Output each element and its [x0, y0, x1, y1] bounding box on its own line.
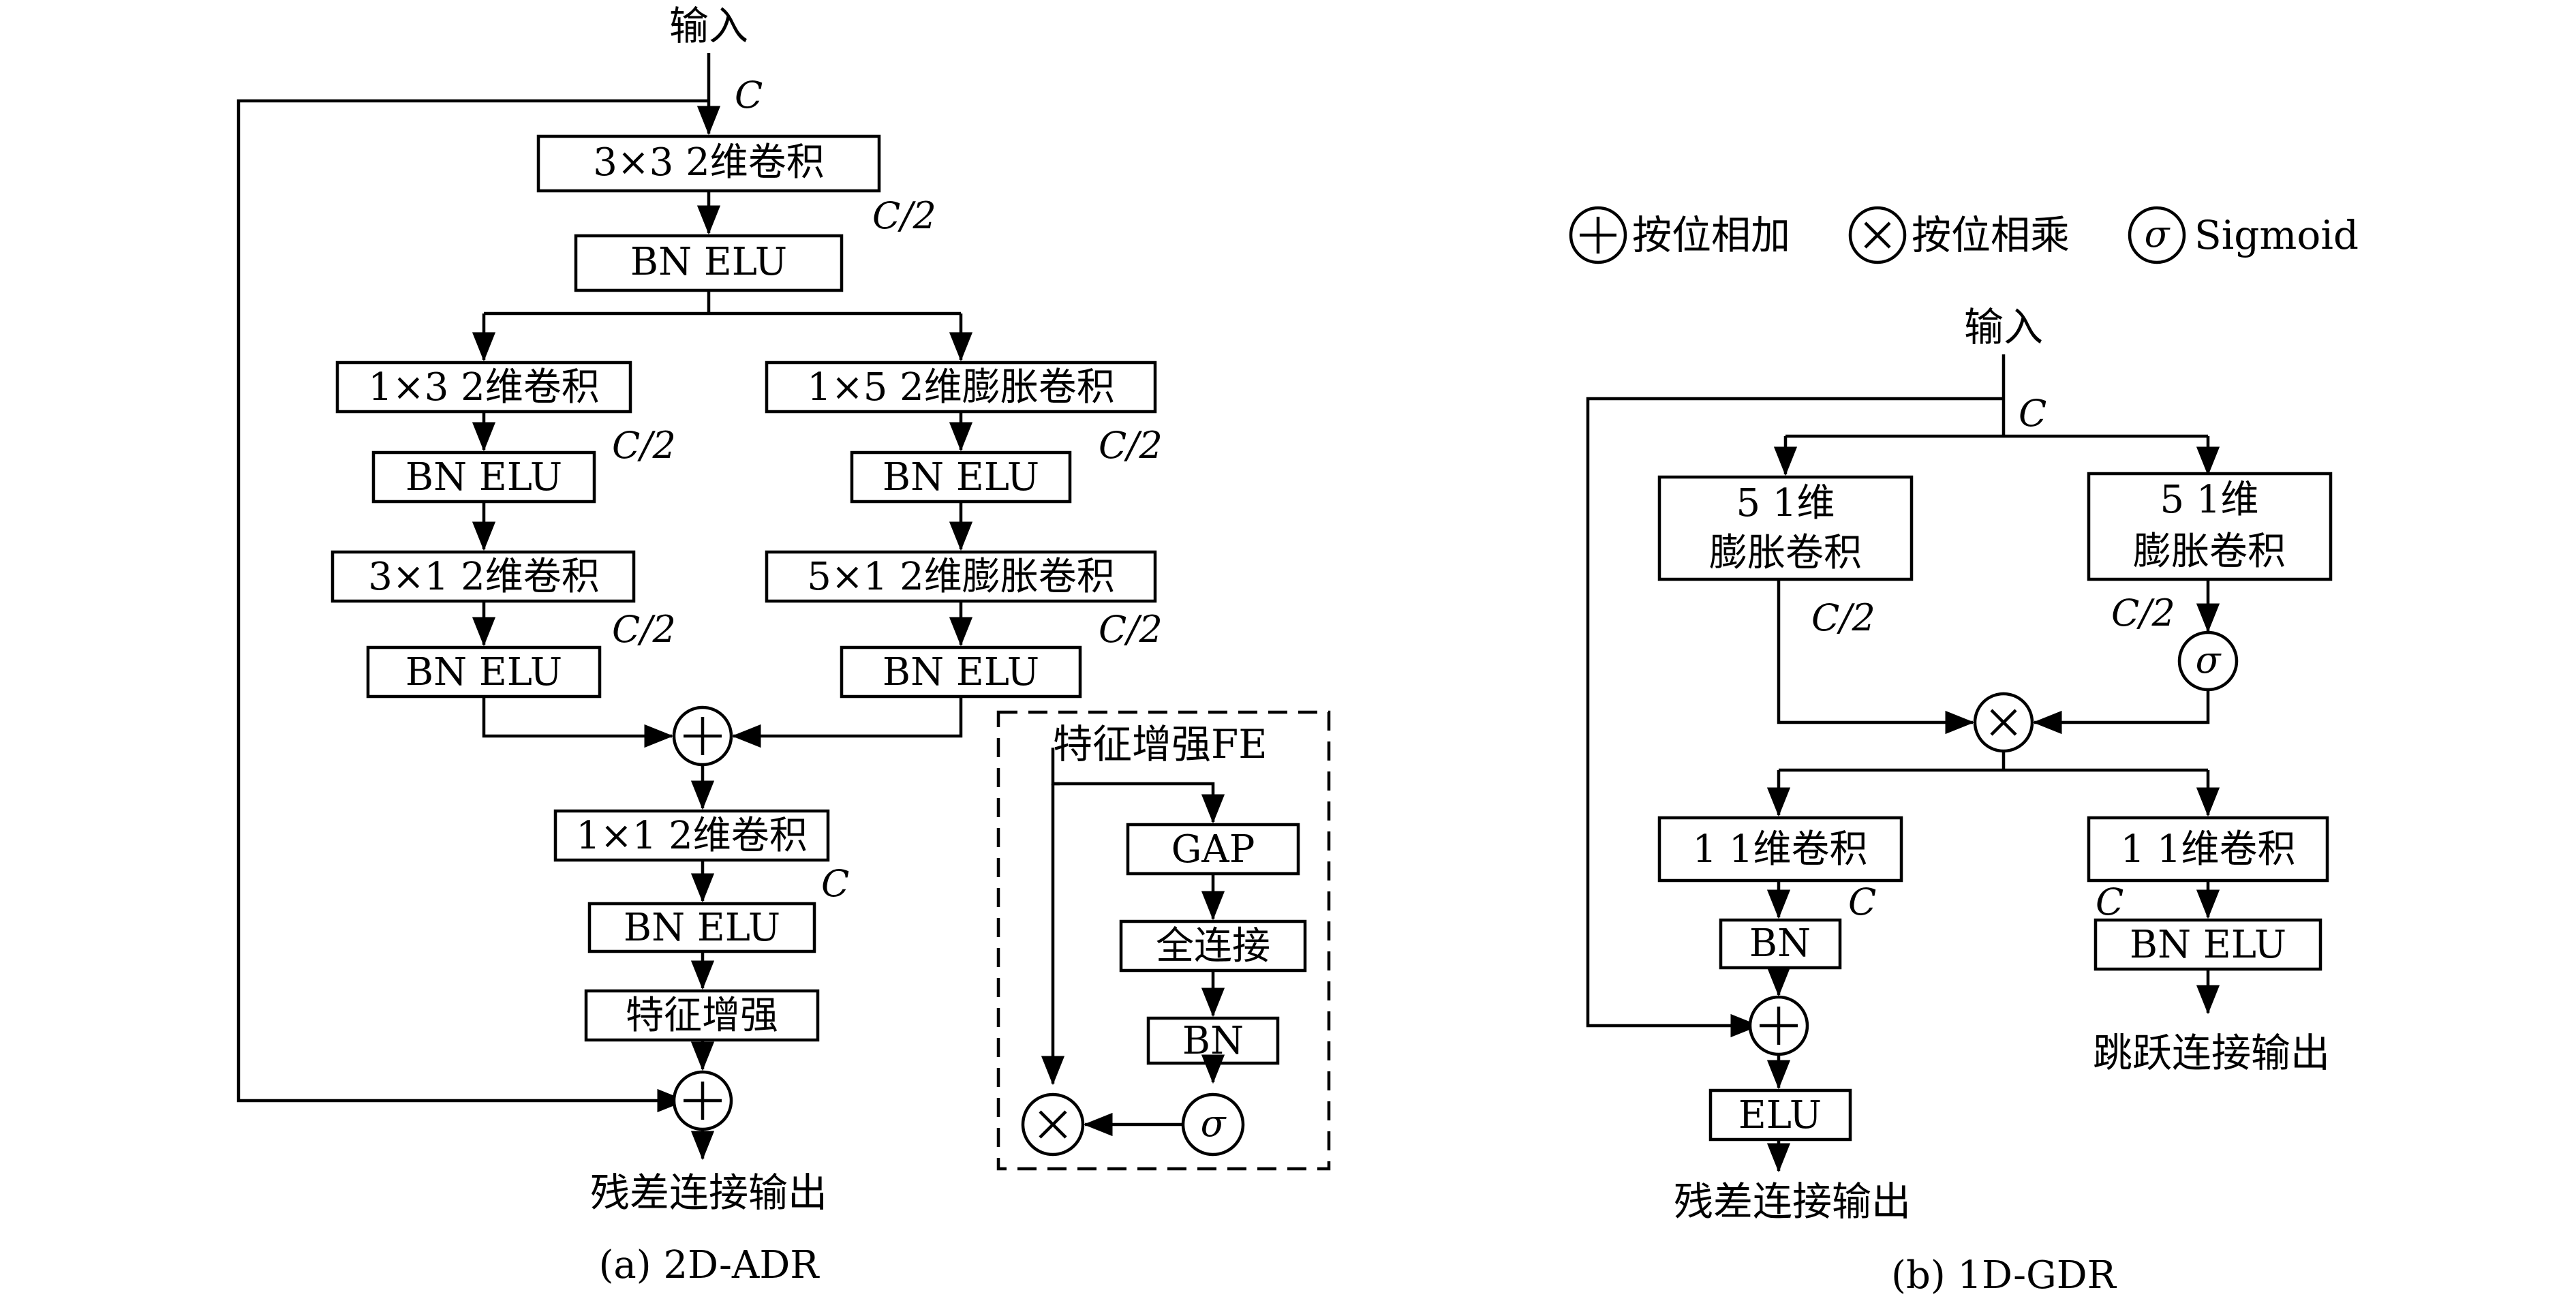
- sigma-icon: σ: [2145, 213, 2171, 256]
- adr-bn-elu-out-label: BN ELU: [624, 906, 780, 950]
- gdr-right-conv-box: [2087, 816, 2329, 883]
- gdr-mul-node: [1973, 692, 2034, 753]
- adr-output-label: 残差连接输出: [590, 1169, 827, 1216]
- gdr-left-dconv-line1: 5 1维: [1736, 481, 1835, 525]
- adr-dconv1x5-box: [765, 361, 1157, 414]
- adr-bn-elu-out-box: [587, 902, 816, 953]
- adr-left-c-half-a: C/2: [612, 424, 676, 467]
- adr-residual-path: [236, 99, 709, 1113]
- adr-conv3x1-label: 3×1 2维卷积: [368, 555, 600, 599]
- gdr-left-conv-box: [1657, 816, 1903, 883]
- gdr-sigmoid-node: σ: [2177, 630, 2239, 692]
- adr-fe-bn-label: BN: [1182, 1019, 1244, 1063]
- gdr-residual-path: [1586, 397, 2004, 1038]
- adr-right-bn-elu-b-label: BN ELU: [883, 650, 1039, 694]
- sigma-icon: σ: [2196, 639, 2222, 682]
- adr-dconv5x1-box: [765, 550, 1157, 603]
- adr-input-label: 输入: [669, 3, 748, 49]
- gdr-bn-elu-label: BN ELU: [2130, 923, 2286, 967]
- times-icon: [1864, 221, 1891, 249]
- legend: 按位相加 按位相乘 σ Sigmoid: [1569, 206, 2359, 264]
- gdr-bn-label: BN: [1749, 921, 1811, 966]
- legend-sigmoid-circle: [2128, 206, 2186, 264]
- gdr-skip-output-label: 跳跃连接输出: [2093, 1030, 2330, 1076]
- adr-bn-elu-1-box: [574, 234, 844, 292]
- adr-fe-arrow-1: [1053, 782, 1225, 824]
- adr-right-c-half-b: C/2: [1099, 608, 1163, 651]
- plus-icon: [684, 1082, 722, 1120]
- adr-right-c-half-a: C/2: [1099, 424, 1163, 467]
- legend-add-label: 按位相加: [1632, 212, 1790, 258]
- plus-icon: [1580, 217, 1616, 254]
- adr-fe-fc-label: 全连接: [1156, 924, 1270, 968]
- adr-arrow-right-merge: [731, 697, 963, 748]
- adr-c-out: C: [821, 862, 849, 905]
- adr-dconv1x5-label: 1×5 2维膨胀卷积: [807, 365, 1115, 410]
- adr-conv3x3-box: [536, 134, 881, 193]
- gdr-add-node: [1748, 995, 1809, 1056]
- gdr-left-dconv-box: [1657, 475, 1914, 581]
- times-icon: [1039, 1110, 1067, 1139]
- adr-fe-gap-label: GAP: [1171, 827, 1255, 872]
- gdr-c-half-left: C/2: [1811, 596, 1875, 639]
- adr-c-half-1: C/2: [872, 194, 936, 237]
- adr-left-c-half-b: C/2: [612, 608, 676, 651]
- adr-add-node: [672, 705, 733, 767]
- adr-caption: (a) 2D-ADR: [599, 1243, 821, 1287]
- gdr-right-dconv-line2: 膨胀卷积: [2133, 530, 2286, 574]
- gdr-arrow-sigmoid-to-mul: [2032, 690, 2210, 735]
- adr-fe-block-label: 特征增强: [626, 994, 778, 1038]
- adr-arrow-left-merge: [482, 697, 674, 748]
- gdr-c-left: C: [1848, 881, 1876, 923]
- adr-c-in: C: [735, 74, 763, 117]
- sigma-icon: σ: [1201, 1102, 1227, 1145]
- adr-fe-dashed-frame: [996, 710, 1331, 1171]
- gdr-left-conv-label: 1 1维卷积: [1692, 827, 1867, 872]
- legend-mul-label: 按位相乘: [1912, 212, 2070, 258]
- adr-conv1x3-label: 1×3 2维卷积: [368, 365, 600, 410]
- gdr-input-label: 输入: [1964, 304, 2043, 350]
- gdr-c-half-right: C/2: [2111, 592, 2175, 634]
- adr-left-bn-elu-a-box: [371, 450, 596, 504]
- adr-right-bn-elu-a-label: BN ELU: [883, 455, 1039, 500]
- panel-1d-gdr: 输入 C 5 1维 膨胀卷积 5 1维 膨胀卷积 C/2 C/2 σ 1 1维卷…: [1586, 304, 2333, 1298]
- panel-2d-adr: 输入 C 3×3 2维卷积 C/2 BN ELU 1×3 2维卷积 C/2 BN…: [236, 3, 1331, 1287]
- gdr-right-dconv-line1: 5 1维: [2160, 478, 2258, 522]
- plus-icon: [684, 717, 722, 755]
- adr-conv1x1-label: 1×1 2维卷积: [576, 814, 808, 858]
- times-icon: [1990, 709, 2017, 736]
- gdr-left-dconv-line2: 膨胀卷积: [1709, 531, 1862, 575]
- adr-left-bn-elu-b-label: BN ELU: [405, 650, 562, 694]
- gdr-c-in: C: [2019, 392, 2046, 435]
- adr-conv1x1-box: [553, 809, 830, 862]
- adr-left-bn-elu-a-label: BN ELU: [405, 455, 562, 500]
- adr-fe-gap-box: [1126, 823, 1300, 876]
- adr-fe-fc-box: [1119, 919, 1307, 973]
- legend-sigmoid-label: Sigmoid: [2194, 212, 2359, 258]
- adr-fe-sigmoid-node: σ: [1181, 1092, 1245, 1157]
- gdr-arrow-left-to-mul: [1777, 579, 1975, 735]
- gdr-right-conv-label: 1 1维卷积: [2120, 827, 2295, 872]
- plus-icon: [1760, 1007, 1798, 1045]
- gdr-elu-label: ELU: [1738, 1093, 1822, 1137]
- adr-final-add-node: [672, 1070, 733, 1131]
- adr-conv1x3-box: [335, 361, 632, 414]
- gdr-right-dconv-box: [2087, 472, 2333, 581]
- adr-fe-detail: 特征增强FE GAP 全连接 BN σ: [996, 710, 1331, 1171]
- gdr-elu-box: [1708, 1088, 1852, 1142]
- adr-fe-title: 特征增强FE: [1053, 721, 1268, 767]
- adr-left-bn-elu-b-box: [366, 645, 602, 699]
- gdr-bn-box: [1719, 918, 1842, 970]
- adr-fe-mul-node: [1021, 1092, 1085, 1157]
- gdr-c-right: C: [2096, 881, 2123, 923]
- adr-conv3x3-label: 3×3 2维卷积: [593, 140, 825, 185]
- adr-bn-elu-1-label: BN ELU: [630, 240, 787, 284]
- gdr-caption: (b) 1D-GDR: [1891, 1253, 2117, 1298]
- gdr-residual-output-label: 残差连接输出: [1674, 1178, 1911, 1225]
- adr-right-bn-elu-a-box: [850, 450, 1072, 504]
- adr-dconv5x1-label: 5×1 2维膨胀卷积: [807, 555, 1115, 599]
